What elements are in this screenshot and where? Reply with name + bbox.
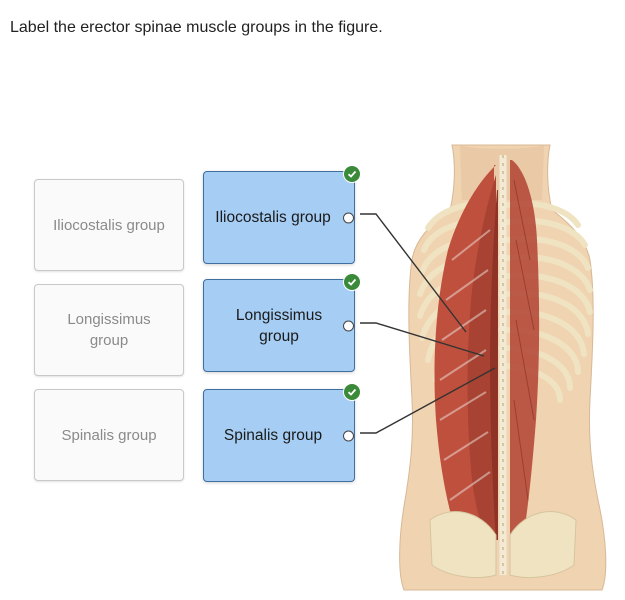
checkmark-icon — [343, 273, 361, 291]
leader-line-iliocostalis — [360, 213, 467, 333]
connector-pin[interactable] — [343, 430, 354, 441]
right-muscle-fibers — [513, 179, 535, 501]
answer-label-iliocostalis[interactable]: Iliocostalis group — [203, 165, 361, 264]
bank-label-iliocostalis[interactable]: Iliocostalis group — [34, 179, 184, 271]
answer-label-spinalis[interactable]: Spinalis group — [203, 383, 361, 482]
answer-label-text: Spinalis group — [223, 427, 323, 444]
bank-label-text: Longissimus group — [67, 311, 151, 349]
connector-pin[interactable] — [343, 212, 354, 223]
right-erector-muscle — [510, 160, 540, 545]
answer-label-longissimus[interactable]: Longissimus group — [203, 273, 361, 372]
pelvis-bone — [429, 511, 497, 579]
left-spinalis-muscle — [490, 190, 498, 540]
connector-pin[interactable] — [343, 320, 354, 331]
answer-label-text: Iliocostalis group — [215, 209, 331, 226]
leader-line-longissimus — [360, 322, 485, 357]
leader-lines — [360, 213, 496, 434]
bank-label-text: Iliocostalis group — [53, 216, 165, 234]
checkmark-icon — [343, 165, 361, 183]
bank-label-longissimus[interactable]: Longissimus group — [34, 284, 184, 376]
answer-label-text: Longissimus group — [235, 306, 323, 345]
bank-label-spinalis[interactable]: Spinalis group — [34, 389, 184, 481]
bank-label-text: Spinalis group — [61, 426, 157, 444]
checkmark-icon — [343, 383, 361, 401]
leader-line-spinalis — [360, 367, 496, 434]
question-prompt: Label the erector spinae muscle groups i… — [10, 19, 383, 36]
pelvis-bone-right — [509, 511, 577, 579]
left-longissimus-muscle — [467, 175, 496, 545]
